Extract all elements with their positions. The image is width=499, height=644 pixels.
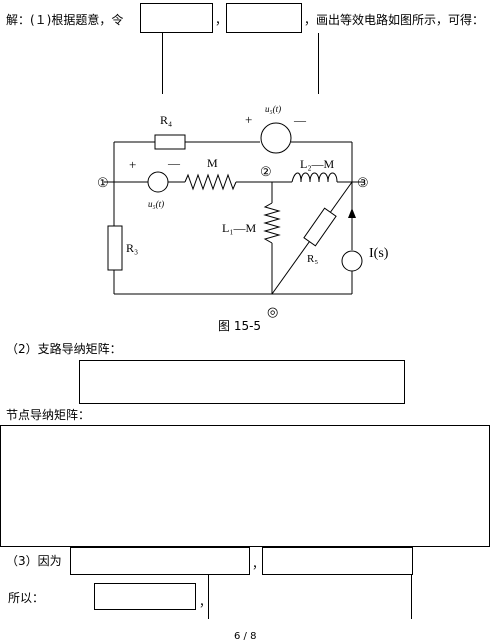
resistor-r4	[154, 134, 186, 150]
node-admittance-box[interactable]	[0, 425, 490, 547]
resistor-r3	[107, 225, 123, 271]
voltage-source-left	[147, 171, 169, 193]
so-box-2-right-edge	[411, 575, 412, 619]
because-box-1[interactable]	[70, 547, 250, 575]
so-label: 所以：	[8, 591, 45, 605]
m-label: M	[207, 156, 218, 170]
current-source	[341, 250, 363, 272]
box-leader-line-2	[318, 33, 319, 94]
plus-left-label: +	[129, 157, 136, 172]
us-left-label: u₅(t)	[148, 199, 164, 209]
circuit-diagram: ① ② ③ ◎ R₄ R₃ R₅ u₅(t) + — + — u₅(t) M L…	[97, 104, 389, 319]
node-admittance-label: 节点导纳矩阵：	[6, 408, 91, 422]
us-top-label: u₅(t)	[265, 104, 281, 114]
inductor-l2	[291, 172, 338, 183]
node-2-label: ②	[260, 164, 272, 179]
because-comma: ，	[252, 557, 265, 571]
page-number: 6 / 8	[234, 631, 257, 642]
r4-label: R₄	[160, 113, 172, 127]
answer-box-1[interactable]	[140, 3, 213, 33]
because-box-2[interactable]	[262, 547, 413, 575]
so-comma: ，	[199, 595, 212, 609]
solution-intro-suffix: ，画出等效电路如图所示，可得：	[304, 13, 485, 27]
comma-separator: ，	[215, 13, 228, 27]
voltage-source-top	[260, 122, 292, 154]
inductor-l1	[263, 202, 281, 244]
figure-caption: 图 15-5	[218, 319, 262, 333]
box-leader-line-1	[162, 33, 163, 94]
solution-intro: 解：(１)根据题意，令	[6, 13, 124, 27]
r3-label: R₃	[126, 241, 138, 255]
l1m-label: L₁—M	[222, 221, 257, 235]
node-0-label: ◎	[267, 304, 278, 319]
node-3-label: ③	[357, 175, 369, 190]
because-label: （3）因为	[6, 554, 62, 568]
branch-admittance-box[interactable]	[79, 360, 405, 404]
so-box-1[interactable]	[94, 583, 196, 610]
minus-top-label: —	[293, 113, 307, 127]
resistor-r5	[303, 207, 337, 247]
branch-admittance-label: （2）支路导纳矩阵：	[6, 342, 122, 356]
so-box-2-left-edge	[208, 575, 209, 619]
inductor-m	[184, 173, 237, 191]
current-source-label: I(s)	[369, 246, 389, 261]
plus-top-label: +	[245, 112, 252, 127]
node-1-label: ①	[97, 175, 109, 190]
current-arrow-icon	[348, 208, 356, 218]
answer-box-2[interactable]	[226, 3, 302, 33]
l2m-label: L₂—M	[300, 157, 335, 171]
r5-label: R₅	[307, 253, 318, 265]
minus-left-label: —	[167, 156, 181, 170]
